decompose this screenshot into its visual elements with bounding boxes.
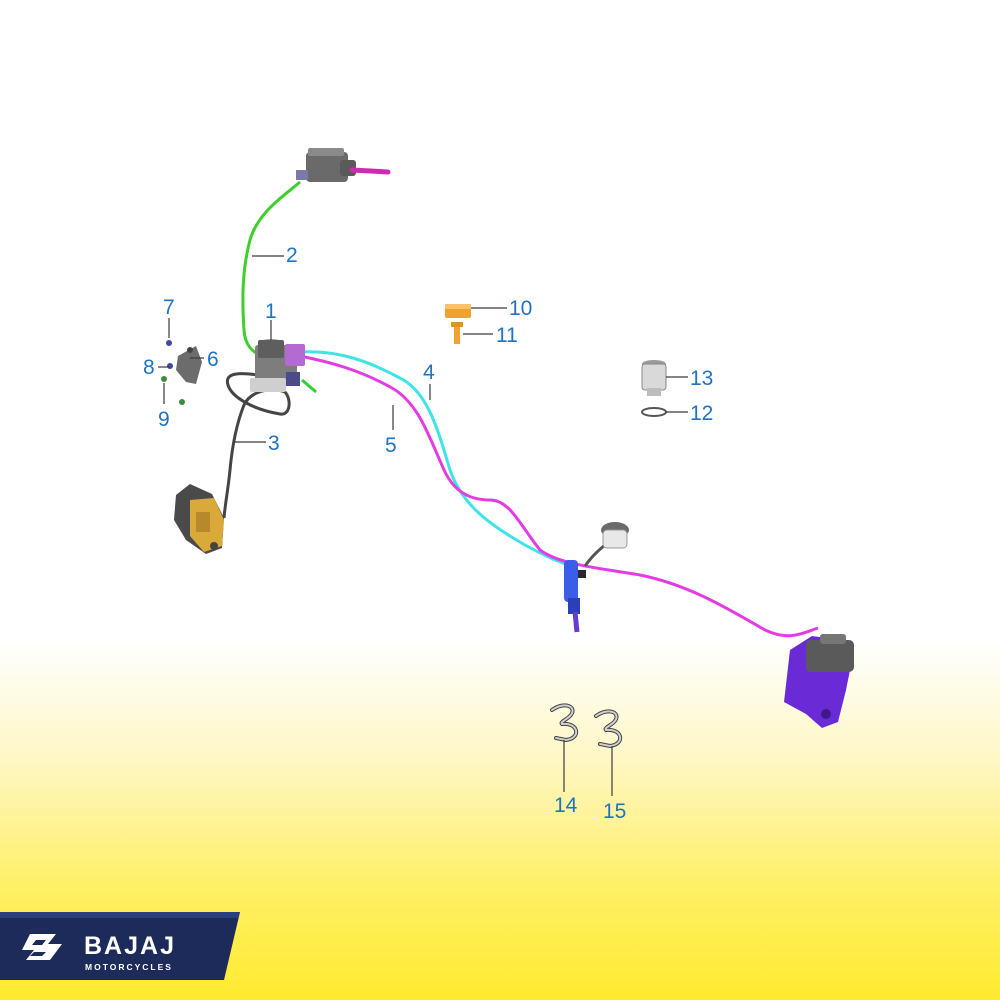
hose-3-black[interactable] <box>222 372 291 519</box>
callout-10: 10 <box>509 297 532 320</box>
brand-subtitle: MOTORCYCLES <box>85 962 173 972</box>
callout-1: 1 <box>265 300 277 323</box>
bajaj-logo-icon <box>22 934 62 960</box>
bracket-icon[interactable] <box>176 346 202 384</box>
callout-14: 14 <box>554 794 578 817</box>
banjo-bolt-icon[interactable] <box>451 322 463 344</box>
washer-icon[interactable] <box>641 407 667 417</box>
front-caliper-icon[interactable] <box>174 484 224 554</box>
hose-4-cyan[interactable] <box>299 350 569 567</box>
brand-badge <box>0 912 240 980</box>
abs-modulator-icon[interactable] <box>250 339 317 394</box>
callout-9: 9 <box>158 408 170 431</box>
callout-3: 3 <box>268 432 280 455</box>
nut-9-icon[interactable] <box>161 376 185 405</box>
reservoir-cap-icon[interactable] <box>641 360 667 396</box>
callout-2: 2 <box>286 244 298 267</box>
callout-8: 8 <box>143 356 155 379</box>
callout-7: 7 <box>163 296 175 319</box>
clip-15-icon[interactable] <box>594 709 622 749</box>
brand-name: BAJAJ <box>84 932 176 960</box>
callout-13: 13 <box>690 367 713 390</box>
bolt-8-icon[interactable] <box>167 363 173 369</box>
hose-5-magenta[interactable] <box>299 354 819 638</box>
reservoir-icon[interactable] <box>601 522 629 549</box>
callout-11: 11 <box>496 324 518 347</box>
callout-15: 15 <box>603 800 626 823</box>
rear-caliper-icon[interactable] <box>784 634 854 728</box>
callout-6: 6 <box>207 348 219 371</box>
bolt-7-icon[interactable] <box>166 340 172 346</box>
callout-5: 5 <box>385 434 397 457</box>
callout-12: 12 <box>690 402 713 425</box>
callout-4: 4 <box>423 361 435 384</box>
master-cylinder-icon[interactable] <box>296 148 391 182</box>
rear-master-cylinder-icon[interactable] <box>564 560 586 633</box>
hose-2-green[interactable] <box>241 180 301 358</box>
clamp-icon[interactable] <box>445 304 471 318</box>
clip-14-icon[interactable] <box>550 703 578 743</box>
